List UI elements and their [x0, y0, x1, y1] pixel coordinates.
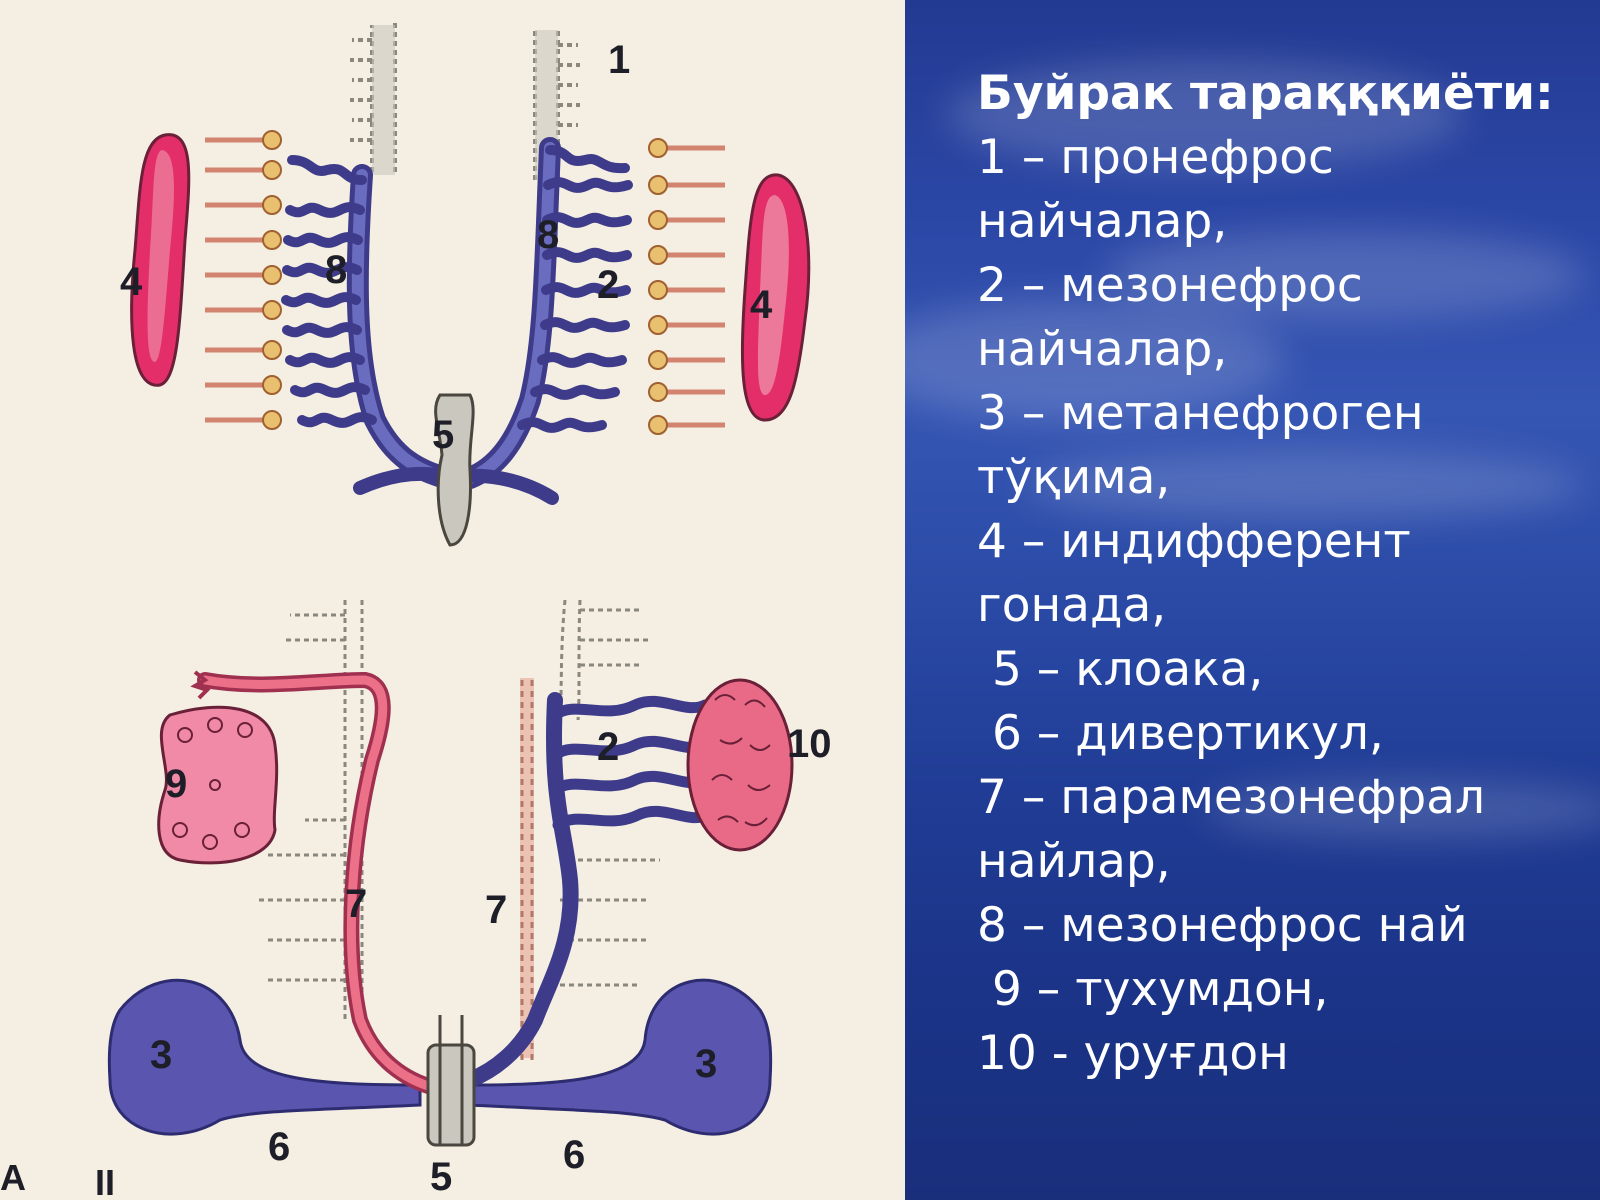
label-8-right: 8 [537, 213, 559, 257]
label-1: 1 [608, 38, 630, 82]
indifferent-gonad-right-highlight [757, 195, 789, 395]
label-6-right: 6 [563, 1133, 585, 1177]
figure-labels: 1 2 2 3 3 4 4 5 5 6 6 7 7 8 8 9 10 A II [0, 38, 832, 1200]
legend-title: Буйрак тарақққиёти: [977, 66, 1554, 121]
legend-line: гонада, [977, 578, 1167, 633]
label-7-right: 7 [485, 888, 507, 932]
pronephros-left-fill [372, 25, 395, 175]
testis [686, 678, 794, 852]
legend-line: тўқима, [977, 450, 1171, 505]
legend: Буйрак тарақққиёти: 1 – пронефрос найчал… [977, 62, 1587, 1086]
label-3-right: 3 [695, 1042, 717, 1086]
legend-line: 10 - уруғдон [977, 1026, 1289, 1081]
mesonephric-tubules-left [205, 130, 377, 430]
metanephrogenic-tissue-left [107, 978, 422, 1136]
label-9: 9 [165, 762, 187, 806]
legend-line: найчалар, [977, 194, 1228, 249]
legend-line: 7 – парамезонефрал [977, 770, 1486, 825]
mesonephric-tubules-right [517, 138, 725, 435]
efferent-ductules-right [549, 695, 714, 831]
seminiferous-tubules [711, 694, 771, 827]
cloaca-bottom [426, 1015, 476, 1147]
legend-line: 3 – метанефроген [977, 386, 1424, 441]
mesonephric-duct-bottom [462, 692, 579, 1088]
legend-line: 8 – мезонефрос най [977, 898, 1468, 953]
mesonephric-duct-right-inner [464, 142, 556, 484]
mesonephric-duct-left-inner [351, 169, 451, 484]
legend-line: 6 – дивертикул, [977, 706, 1384, 761]
legend-line: найчалар, [977, 322, 1228, 377]
label-3-left: 3 [150, 1033, 172, 1077]
ovary-follicles [172, 717, 253, 850]
kidney-development-diagram: 1 2 2 3 3 4 4 5 5 6 6 7 7 8 8 9 10 A II [0, 20, 832, 1200]
legend-line: 5 – клоака, [977, 642, 1264, 697]
label-8-left: 8 [325, 248, 347, 292]
label-2-bottom: 2 [597, 725, 619, 769]
legend-lines: 1 – пронефрос найчалар, 2 – мезонефрос н… [977, 126, 1587, 1086]
sky-cloud [1205, 780, 1600, 840]
paramesonephric-remnant-right-dash [520, 680, 534, 1060]
legend-line: 9 – тухумдон, [977, 962, 1329, 1017]
legend-line: 2 – мезонефрос [977, 258, 1363, 313]
embryology-figure-panel: 1 2 2 3 3 4 4 5 5 6 6 7 7 8 8 9 10 A II [0, 0, 905, 1200]
metanephrogenic-tissue-right [468, 978, 773, 1136]
legend-line: 4 – индифферент [977, 514, 1411, 569]
label-4-right: 4 [750, 283, 773, 327]
legend-panel: Буйрак тарақққиёти: 1 – пронефрос найчал… [905, 0, 1600, 1200]
cloaca-top [434, 393, 475, 547]
label-4-left: 4 [120, 260, 143, 304]
label-II: II [95, 1162, 115, 1200]
paramesonephric-duct-left-inner [200, 675, 440, 1093]
label-5-top: 5 [432, 413, 454, 457]
legend-line: найлар, [977, 834, 1171, 889]
fimbria-left [190, 670, 211, 700]
label-A: A [0, 1157, 26, 1198]
label-10: 10 [787, 722, 832, 766]
sky-cloud [945, 60, 1465, 170]
sky-cloud [1025, 450, 1585, 520]
indifferent-gonad-left-highlight [147, 150, 174, 362]
label-5-bottom: 5 [430, 1155, 452, 1199]
sky-cloud [905, 300, 1285, 420]
sky-cloud [1105, 230, 1585, 320]
legend-line: 1 – пронефрос [977, 130, 1334, 185]
label-2-top: 2 [597, 263, 619, 307]
label-6-left: 6 [268, 1125, 290, 1169]
label-7-left: 7 [345, 882, 367, 926]
